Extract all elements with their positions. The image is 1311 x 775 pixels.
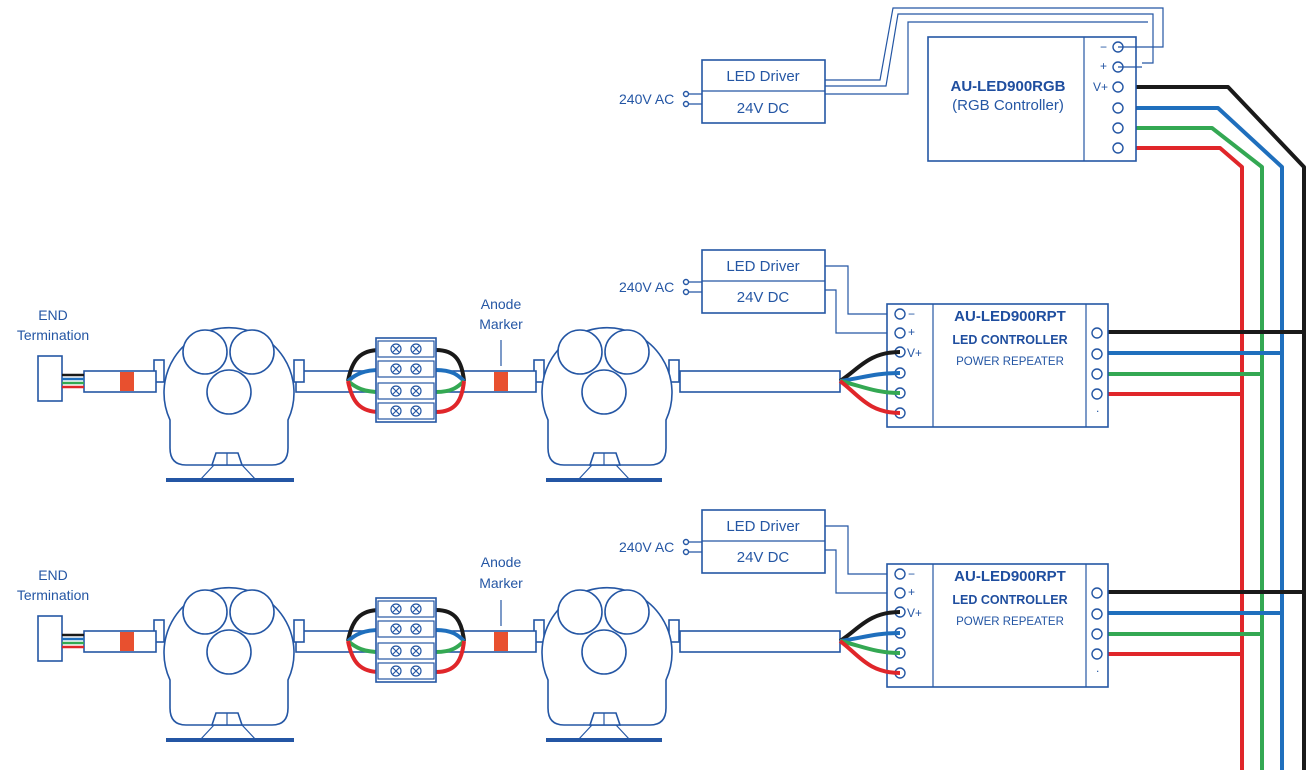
row2-anode-marker <box>494 632 508 651</box>
rgb-controller-subtitle: (RGB Controller) <box>952 97 1064 114</box>
driver-top-line2: 24V DC <box>737 100 790 117</box>
row1-repeater: AU-LED900RPT LED CONTROLLER POWER REPEAT… <box>886 303 1109 428</box>
row2-driver-line2: 24V DC <box>737 549 790 566</box>
row2-anode-label-2: Marker <box>479 575 523 591</box>
row-2: LED Driver 24V DC 240V AC AU-LED900RPT L… <box>17 509 1304 742</box>
driver-top: LED Driver 24V DC 240V AC <box>619 7 1164 124</box>
row2-cable <box>679 610 901 675</box>
rgb-terminal-plus: + <box>1100 59 1107 73</box>
bus-wire-blue <box>1132 106 1284 770</box>
row1-end-termination: END Termination <box>17 307 157 402</box>
row2-repeater: AU-LED900RPT LED CONTROLLER POWER REPEAT… <box>886 563 1109 688</box>
bus-wire-black <box>1132 85 1306 770</box>
row2-end-label-1: END <box>38 567 68 583</box>
row2-terminal-plus: + <box>908 585 915 599</box>
row1-end-label-1: END <box>38 307 68 323</box>
row2-terminal-minus: − <box>908 567 915 581</box>
driver-top-line1: LED Driver <box>726 68 799 85</box>
bus-wires <box>1132 85 1306 770</box>
row2-dot: . <box>1096 661 1099 675</box>
bus-wire-green <box>1132 126 1264 770</box>
row1-end-label-2: Termination <box>17 327 89 343</box>
row2-repeater-model: AU-LED900RPT <box>954 568 1066 585</box>
row1-repeater-line2: LED CONTROLLER <box>952 333 1067 347</box>
row1-terminal-vplus: V+ <box>907 346 922 360</box>
row-1: LED Driver 24V DC 240V AC AU-LED900RPT L… <box>17 249 1304 482</box>
rgb-terminal-minus: − <box>1100 40 1107 54</box>
row1-anode-label-2: Marker <box>479 316 523 332</box>
row2-lamp-1 <box>153 587 305 742</box>
row1-driver-input: 240V AC <box>619 279 674 295</box>
row1-anode-label-1: Anode <box>481 296 522 312</box>
row1-terminal-plus: + <box>908 325 915 339</box>
row2-anode-label-1: Anode <box>481 554 522 570</box>
row2-end-termination: END Termination <box>17 567 157 662</box>
row2-terminal-block <box>346 597 466 683</box>
row2-driver: LED Driver 24V DC 240V AC <box>619 509 900 594</box>
row2-driver-line1: LED Driver <box>726 518 799 535</box>
rgb-controller: AU-LED900RGB (RGB Controller) − + V+ <box>927 36 1142 162</box>
row1-lamp-1 <box>153 327 305 482</box>
row2-repeater-line3: POWER REPEATER <box>956 616 1064 628</box>
row2-repeater-line2: LED CONTROLLER <box>952 593 1067 607</box>
row2-driver-input: 240V AC <box>619 539 674 555</box>
rgb-terminal-vplus: V+ <box>1093 80 1108 94</box>
row2-end-label-2: Termination <box>17 587 89 603</box>
row2-terminal-vplus: V+ <box>907 606 922 620</box>
row1-repeater-line3: POWER REPEATER <box>956 356 1064 368</box>
row1-dot: . <box>1096 401 1099 415</box>
driver-top-input: 240V AC <box>619 91 674 107</box>
rgb-controller-model: AU-LED900RGB <box>950 78 1065 95</box>
row1-driver-line1: LED Driver <box>726 258 799 275</box>
row1-terminal-block <box>346 337 466 423</box>
row2-lamp-2 <box>533 587 680 742</box>
row1-repeater-model: AU-LED900RPT <box>954 308 1066 325</box>
row1-cable <box>679 350 901 415</box>
row1-anode-marker <box>494 372 508 391</box>
row1-driver-line2: 24V DC <box>737 289 790 306</box>
row1-lamp-2 <box>533 327 680 482</box>
row1-driver: LED Driver 24V DC 240V AC <box>619 249 900 334</box>
bus-wire-red <box>1132 146 1244 770</box>
row1-terminal-minus: − <box>908 307 915 321</box>
